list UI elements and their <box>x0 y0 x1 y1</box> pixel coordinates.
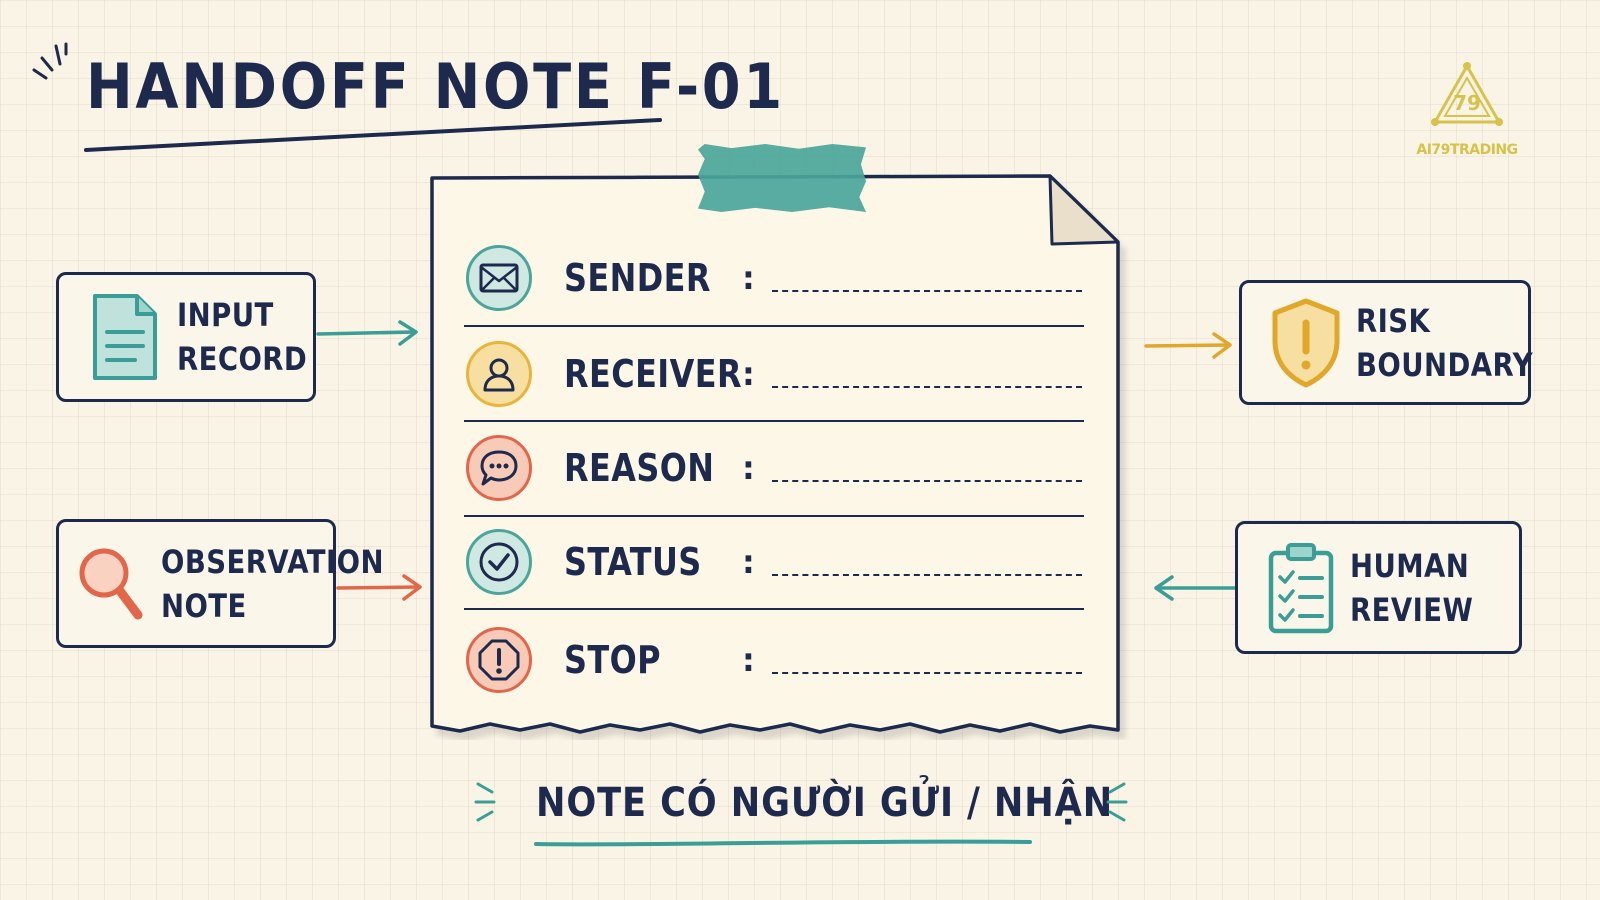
envelope-icon <box>466 245 532 311</box>
field-blank-sender[interactable] <box>772 290 1082 292</box>
row-separator <box>464 420 1084 422</box>
field-blank-reason[interactable] <box>772 480 1082 482</box>
field-label-stop: STOP <box>564 638 661 682</box>
field-row-stop: STOP : <box>466 614 1086 706</box>
check-circle-icon <box>466 529 532 595</box>
clipboard-checklist-icon <box>1256 541 1346 635</box>
field-row-status: STATUS : <box>466 516 1086 608</box>
caption-text: NOTE CÓ NGƯỜI GỬI / NHẬN <box>536 780 1114 826</box>
stop-octagon-icon <box>466 627 532 693</box>
input-record-label-line-1: INPUT <box>177 296 274 334</box>
field-blank-stop[interactable] <box>772 672 1082 674</box>
human-review-label-line-2: REVIEW <box>1350 590 1474 629</box>
tape-strip <box>698 144 866 212</box>
input-record-label-line-2: RECORD <box>177 340 308 378</box>
input-record-box: INPUT RECORD <box>56 272 316 402</box>
field-blank-status[interactable] <box>772 574 1082 576</box>
person-icon <box>466 341 532 407</box>
observation-note-arrow <box>336 574 422 601</box>
logo-badge: 79 <box>1453 91 1481 115</box>
field-colon-status: : <box>742 543 755 581</box>
human-review-arrow <box>1154 575 1238 601</box>
caption-spark-right <box>1106 782 1128 822</box>
field-row-receiver: RECEIVER : <box>466 328 1086 420</box>
human-review-label-line-1: HUMAN <box>1350 546 1470 585</box>
input-record-arrow <box>316 320 418 346</box>
document-icon <box>77 292 173 382</box>
risk-boundary-label-line-1: RISK <box>1356 301 1431 340</box>
field-label-sender: SENDER <box>564 256 711 300</box>
field-label-receiver: RECEIVER <box>564 352 742 396</box>
speech-bubble-icon <box>466 435 532 501</box>
row-separator <box>464 325 1084 327</box>
handoff-note-card: SENDER : RECEIVER : REASON : <box>430 144 1142 740</box>
field-blank-receiver[interactable] <box>772 386 1082 388</box>
risk-boundary-arrow <box>1144 332 1232 359</box>
observation-note-label-line-2: NOTE <box>161 586 247 625</box>
field-colon-stop: : <box>742 641 755 679</box>
logo-emblem-icon: 79 <box>1431 62 1503 126</box>
caption-spark-left <box>474 782 496 822</box>
field-row-sender: SENDER : <box>466 232 1086 324</box>
observation-note-label-line-1: OBSERVATION <box>161 542 384 581</box>
shield-warning-icon <box>1260 297 1352 389</box>
brand-logo: 79 AI79TRADING <box>1412 60 1522 158</box>
human-review-box: HUMAN REVIEW <box>1235 521 1522 654</box>
row-separator <box>464 515 1084 517</box>
caption-underline <box>534 839 1032 847</box>
field-colon-receiver: : <box>742 355 755 393</box>
magnifier-icon <box>71 543 151 625</box>
field-label-status: STATUS <box>564 540 702 584</box>
risk-boundary-box: RISK BOUNDARY <box>1239 280 1533 405</box>
field-colon-sender: : <box>742 259 755 297</box>
row-separator <box>464 608 1084 610</box>
field-label-reason: REASON <box>564 446 715 490</box>
note-paper <box>430 174 1120 734</box>
observation-note-box: OBSERVATION NOTE <box>56 519 384 648</box>
title-underline <box>84 118 662 152</box>
risk-boundary-label-line-2: BOUNDARY <box>1356 345 1533 384</box>
field-colon-reason: : <box>742 449 755 487</box>
field-row-reason: REASON : <box>466 422 1086 514</box>
page-title: HANDOFF NOTE F-01 <box>86 50 785 123</box>
logo-text: AI79TRADING <box>1416 142 1518 158</box>
title-spark-marks <box>32 42 68 80</box>
